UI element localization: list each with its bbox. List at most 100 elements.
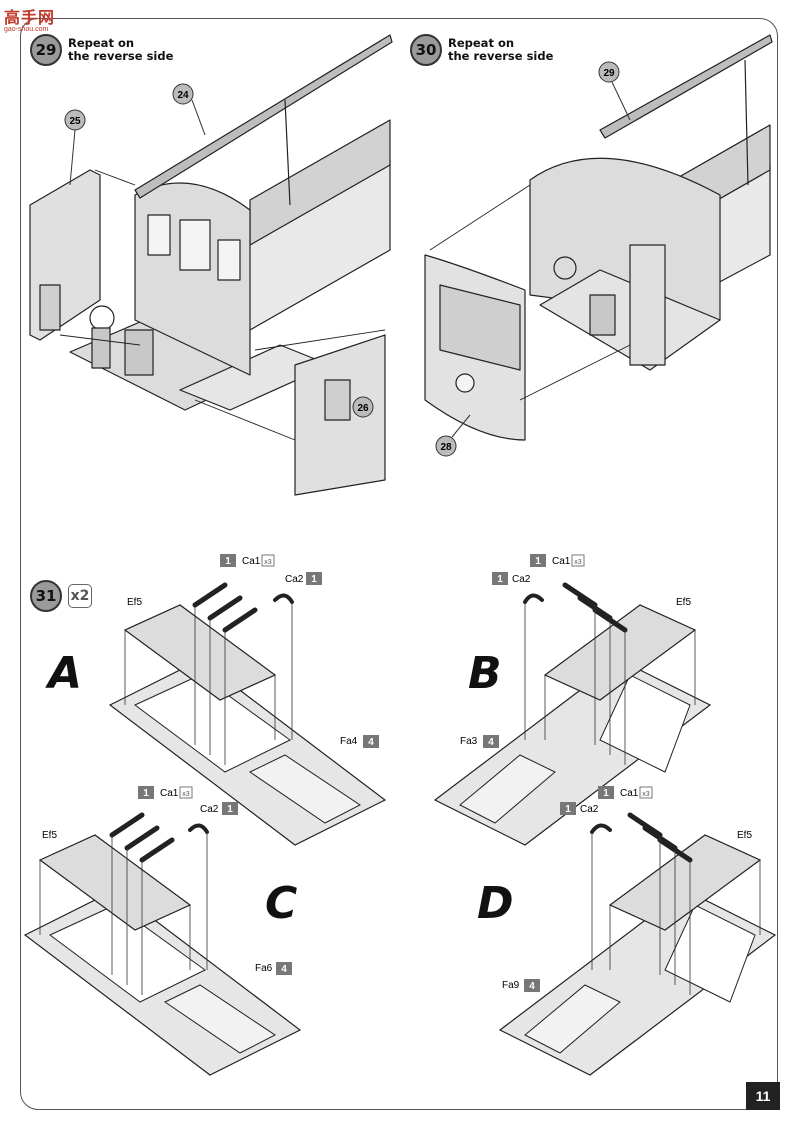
svg-text:Ca2: Ca2 (285, 574, 304, 585)
callout-29: 29 (598, 61, 631, 121)
label-ca2-b: 1 Ca2 (492, 572, 531, 585)
roof-rail-29 (599, 34, 773, 139)
cab-window-center (179, 219, 211, 271)
svg-text:4: 4 (488, 737, 494, 748)
rail-ca1-c3 (139, 837, 175, 863)
label-ef5-b: Ef5 (676, 597, 691, 608)
frame-opening-a (134, 674, 291, 773)
callout-24: 24 (172, 83, 206, 136)
step-31-header: 31 x2 (30, 580, 92, 612)
rail-ca2-d (590, 823, 612, 834)
label-1-ca1-b: 1 Ca1 x3 (530, 554, 585, 567)
svg-text:26: 26 (357, 403, 369, 414)
rail-ca1-c1 (109, 812, 145, 838)
svg-text:Ca1: Ca1 (620, 788, 639, 799)
label-fa4: Fa4 4 (340, 735, 379, 748)
roof-rail-24 (134, 34, 393, 199)
frame-deck-a (249, 754, 361, 824)
cab-door-30 (629, 244, 666, 366)
svg-text:x3: x3 (264, 559, 272, 566)
label-ef5-a: Ef5 (127, 597, 142, 608)
svg-text:4: 4 (368, 737, 374, 748)
front-window-28 (439, 284, 521, 371)
label-ef5-d: Ef5 (737, 830, 752, 841)
svg-text:1: 1 (225, 556, 231, 567)
step-29-diagram: 24 25 26 29 28 (29, 34, 773, 496)
frame-opening-d (664, 904, 756, 1003)
svg-text:1: 1 (497, 574, 503, 585)
label-ca2-d: 1 Ca2 (560, 802, 599, 815)
rail-ca1-a2 (207, 595, 243, 621)
cab-window-left (147, 214, 171, 256)
variant-label-a: A (48, 648, 83, 699)
frame-deck-b (459, 754, 556, 824)
svg-text:1: 1 (565, 804, 571, 815)
label-fa3: Fa3 4 (460, 735, 499, 748)
step-number: 29 (30, 34, 62, 66)
page-number: 11 (746, 1082, 780, 1110)
variant-label-b: B (468, 648, 502, 699)
label-1-ca1-a: 1 Ca1 x3 (220, 554, 275, 567)
hand-wheel-30 (553, 256, 577, 280)
panel-25-window (39, 284, 61, 331)
svg-text:x3: x3 (642, 791, 650, 798)
svg-text:1: 1 (311, 574, 317, 585)
svg-text:1: 1 (227, 804, 233, 815)
watermark-logo: 高手网 gao-shou.com (4, 4, 55, 33)
step-number: 31 (30, 580, 62, 612)
svg-text:Ca1: Ca1 (242, 556, 261, 567)
headlight-28 (455, 373, 475, 393)
rail-ca1-c2 (124, 825, 160, 851)
rail-ca2-c (188, 823, 209, 834)
control-pedestal (91, 327, 111, 369)
variant-c-assembly: 1 Ca1 x3 Ca2 1 Ef5 Fa6 4 (23, 786, 302, 1076)
page-frame (20, 18, 778, 1110)
variant-label-c: C (265, 878, 298, 929)
rail-ca1-a1 (192, 582, 228, 608)
label-ca2-a: Ca2 1 (285, 572, 322, 585)
svg-text:1: 1 (535, 556, 541, 567)
frame-opening-b (599, 674, 691, 773)
cab-rear-30 (529, 157, 721, 321)
svg-text:Ca2: Ca2 (512, 574, 531, 585)
step-29-header: 29 Repeat on the reverse side (30, 34, 173, 66)
hand-wheel (89, 305, 115, 331)
label-fa6: Fa6 4 (255, 962, 292, 975)
step-instruction: Repeat on the reverse side (68, 36, 174, 63)
svg-text:Ca2: Ca2 (580, 804, 599, 815)
frame-deck-d (524, 984, 621, 1054)
variant-d-assembly: 1 Ca1 x3 1 Ca2 Ef5 Fa9 4 (498, 786, 777, 1076)
door-26-window (324, 379, 351, 421)
svg-text:Fa6: Fa6 (255, 963, 273, 974)
seat-box (124, 329, 154, 376)
step-31-diagram: 1 Ca1 x3 Ca2 1 Ef5 Fa4 4 (23, 554, 777, 1076)
frame-opening-c (49, 904, 206, 1003)
label-1-ca1-d: 1 Ca1 x3 (598, 786, 653, 799)
svg-text:Fa9: Fa9 (502, 980, 520, 991)
variant-b-assembly: 1 Ca1 x3 1 Ca2 Ef5 Fa3 4 (433, 554, 712, 846)
label-1-ca1-c: 1 Ca1 x3 (138, 786, 193, 799)
callout-25: 25 (64, 109, 86, 186)
cab-window-right (217, 239, 241, 281)
svg-text:28: 28 (440, 442, 452, 453)
callout-26: 26 (352, 396, 374, 418)
variant-label-d: D (477, 878, 514, 929)
svg-text:25: 25 (69, 116, 81, 127)
svg-text:4: 4 (529, 981, 535, 992)
callout-28: 28 (435, 414, 471, 457)
rail-ca2-b (523, 593, 544, 604)
step-number: 30 (410, 34, 442, 66)
label-ca2-c: Ca2 1 (200, 802, 238, 815)
seat-box-30 (589, 294, 616, 336)
svg-text:Ca1: Ca1 (552, 556, 571, 567)
svg-text:x3: x3 (182, 791, 190, 798)
multiplier-badge: x2 (68, 584, 92, 608)
svg-text:1: 1 (603, 788, 609, 799)
rail-ca1-a3 (222, 607, 258, 633)
svg-text:1: 1 (143, 788, 149, 799)
svg-text:Ca2: Ca2 (200, 804, 219, 815)
step-30-header: 30 Repeat on the reverse side (410, 34, 553, 66)
svg-text:4: 4 (281, 964, 287, 975)
frame-deck-c (164, 984, 276, 1054)
watermark-sub: gao-shou.com (4, 26, 49, 33)
